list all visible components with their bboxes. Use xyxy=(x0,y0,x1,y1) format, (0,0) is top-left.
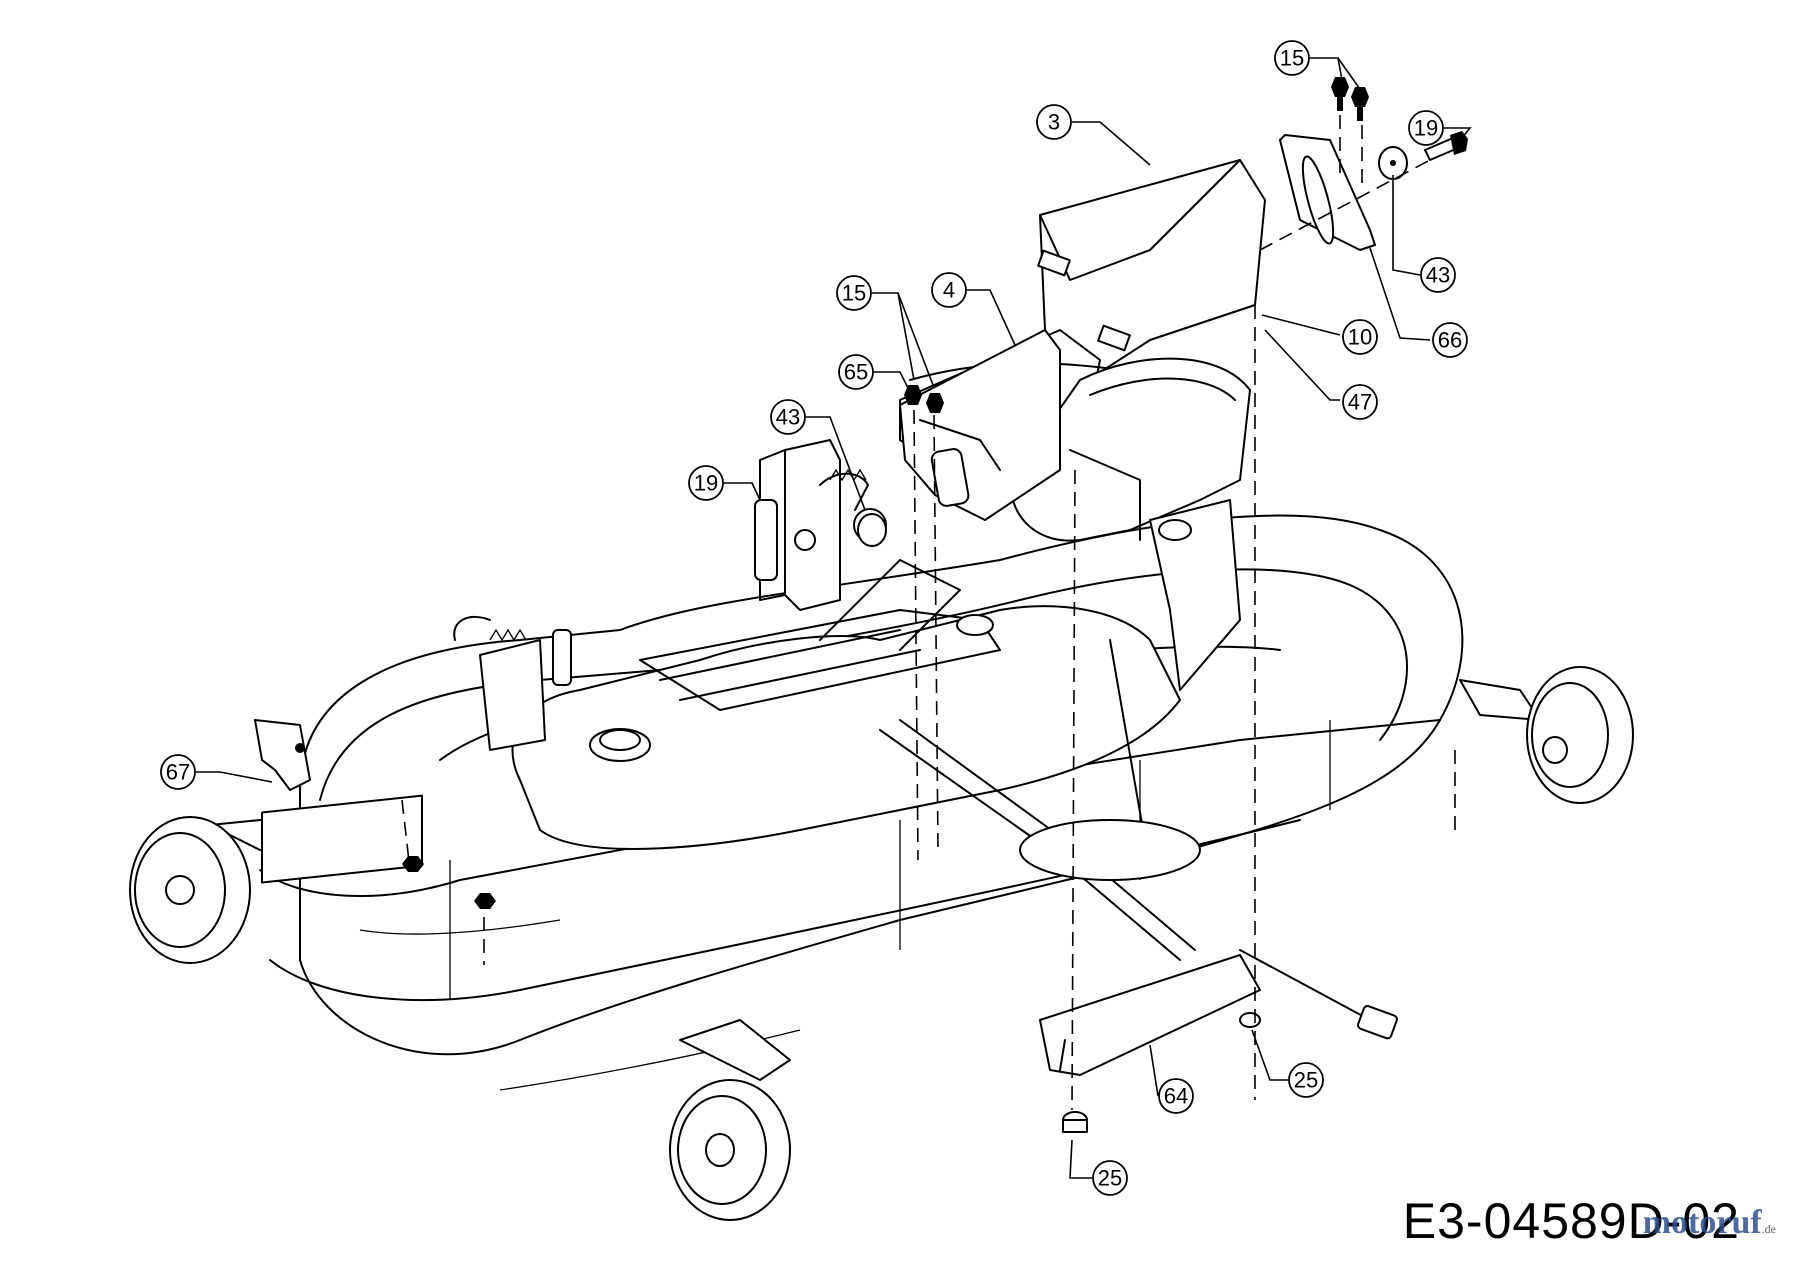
plate-66 xyxy=(1279,134,1376,251)
rear-baffle xyxy=(899,329,1061,521)
callout-25-right: 25 xyxy=(1288,1062,1324,1098)
plate-67 xyxy=(254,719,311,791)
wheel-right xyxy=(1459,666,1634,804)
watermark: motoruf.de xyxy=(1643,1204,1776,1242)
bolt-15-mid xyxy=(904,385,944,413)
wheel-front xyxy=(669,1019,791,1221)
svg-text:19: 19 xyxy=(1414,116,1438,141)
nut-deck xyxy=(402,856,496,909)
callout-66: 66 xyxy=(1432,322,1468,358)
callout-3: 3 xyxy=(1036,104,1072,140)
svg-text:66: 66 xyxy=(1438,328,1462,353)
svg-text:43: 43 xyxy=(1426,263,1450,288)
callout-43-mid: 43 xyxy=(770,399,806,435)
bolt-15-top-b xyxy=(1351,87,1369,121)
bolt-15-top-a xyxy=(1331,77,1349,111)
watermark-name: motoruf xyxy=(1642,1204,1762,1241)
washer-43-top xyxy=(1378,146,1408,180)
callout-19-top: 19 xyxy=(1408,110,1444,146)
lift-bracket-left xyxy=(754,439,887,611)
callout-10: 10 xyxy=(1342,319,1378,355)
callout-15-mid: 15 xyxy=(836,275,872,311)
callout-25-bottom: 25 xyxy=(1092,1160,1128,1196)
svg-text:25: 25 xyxy=(1098,1166,1122,1191)
callout-65: 65 xyxy=(838,354,874,390)
svg-text:25: 25 xyxy=(1294,1068,1318,1093)
callout-64: 64 xyxy=(1158,1078,1194,1114)
callout-15-top: 15 xyxy=(1274,40,1310,76)
svg-text:15: 15 xyxy=(1280,46,1304,71)
svg-text:3: 3 xyxy=(1048,110,1060,135)
watermark-suffix: .de xyxy=(1761,1222,1776,1236)
washer-43-mid xyxy=(857,513,887,547)
callout-4: 4 xyxy=(931,272,967,308)
svg-text:64: 64 xyxy=(1164,1084,1188,1109)
svg-text:19: 19 xyxy=(694,471,718,496)
belt-cover xyxy=(511,559,1181,850)
svg-text:10: 10 xyxy=(1348,325,1372,350)
wheel-left xyxy=(129,794,423,964)
svg-text:65: 65 xyxy=(844,360,868,385)
callout-19-mid: 19 xyxy=(688,465,724,501)
callout-43-top: 43 xyxy=(1420,257,1456,293)
lift-bracket-front xyxy=(453,615,572,751)
nut-25-right xyxy=(1239,1012,1261,1028)
assembly-lines xyxy=(401,115,1456,1111)
hitch-bracket xyxy=(1039,954,1261,1076)
callout-47: 47 xyxy=(1342,384,1378,420)
svg-text:4: 4 xyxy=(943,278,955,303)
svg-text:47: 47 xyxy=(1348,390,1372,415)
callout-67: 67 xyxy=(160,754,196,790)
nut-25-lower xyxy=(1062,1111,1088,1133)
svg-text:43: 43 xyxy=(776,405,800,430)
svg-text:67: 67 xyxy=(166,760,190,785)
drawing-code: E3-04589D-02 xyxy=(1402,1193,1740,1249)
leader-lines xyxy=(196,57,1472,1179)
svg-text:15: 15 xyxy=(842,281,866,306)
bolt-19-top xyxy=(1424,131,1468,161)
